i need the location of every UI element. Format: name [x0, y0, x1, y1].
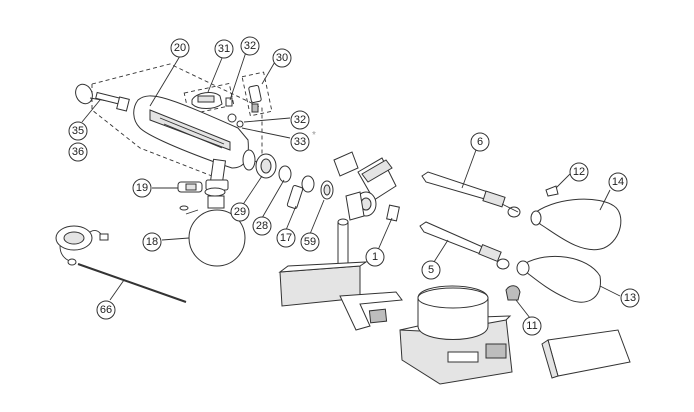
svg-text:32: 32 — [294, 114, 306, 126]
callout-1: 1 — [365, 247, 385, 267]
heating-bath — [399, 285, 513, 385]
seals — [286, 175, 334, 209]
svg-text:14: 14 — [612, 176, 624, 188]
callout-19: 19 — [132, 178, 152, 198]
callout-17: 17 — [276, 228, 296, 248]
svg-text:13: 13 — [624, 292, 636, 304]
callout-31: 31 — [214, 39, 234, 59]
receiving-flask — [179, 187, 246, 267]
callouts: 20 31 32 30 35 36 32 33 * 6 12 14 19 29 … — [68, 36, 640, 336]
svg-text:36: 36 — [72, 146, 84, 158]
svg-text:35: 35 — [72, 125, 84, 137]
callout-18: 18 — [142, 232, 162, 252]
callout-20: 20 — [170, 38, 190, 58]
svg-text:31: 31 — [218, 43, 230, 55]
callout-13: 13 — [620, 288, 640, 308]
asterisk-mark: * — [312, 130, 316, 141]
svg-text:5: 5 — [428, 264, 434, 276]
callout-14: 14 — [608, 172, 628, 192]
svg-text:29: 29 — [234, 206, 246, 218]
temperature-probe — [55, 225, 187, 303]
leader-lines — [81, 51, 621, 319]
svg-text:18: 18 — [146, 236, 158, 248]
splash-shield — [541, 329, 631, 379]
svg-text:6: 6 — [477, 136, 483, 148]
condenser-assembly — [75, 83, 292, 193]
svg-text:1: 1 — [372, 251, 378, 263]
svg-text:17: 17 — [280, 232, 292, 244]
callout-32-lower: 32 — [290, 110, 310, 130]
vapor-ducts — [419, 171, 521, 270]
callout-36: 36 — [68, 142, 88, 162]
svg-text:20: 20 — [174, 42, 186, 54]
callout-11: 11 — [522, 316, 542, 336]
callout-6: 6 — [470, 132, 490, 152]
lift-stand — [278, 218, 403, 331]
svg-text:28: 28 — [256, 220, 268, 232]
svg-text:30: 30 — [276, 52, 288, 64]
small-fittings — [191, 85, 262, 128]
callout-30: 30 — [272, 48, 292, 68]
svg-text:66: 66 — [100, 304, 112, 316]
callout-5: 5 — [421, 260, 441, 280]
callout-29: 29 — [230, 202, 250, 222]
callout-35: 35 — [68, 121, 88, 141]
callout-28: 28 — [252, 216, 272, 236]
svg-text:12: 12 — [573, 166, 585, 178]
svg-text:32: 32 — [244, 40, 256, 52]
svg-text:59: 59 — [304, 236, 316, 248]
evaporating-flasks — [505, 185, 622, 303]
callout-12: 12 — [569, 162, 589, 182]
callout-33: 33 — [290, 132, 310, 152]
svg-text:33: 33 — [294, 136, 306, 148]
callout-32: 32 — [240, 36, 260, 56]
svg-text:11: 11 — [526, 320, 537, 332]
callout-59: 59 — [300, 232, 320, 252]
rotary-drive — [333, 151, 400, 222]
svg-text:19: 19 — [136, 182, 148, 194]
callout-66: 66 — [96, 300, 116, 320]
